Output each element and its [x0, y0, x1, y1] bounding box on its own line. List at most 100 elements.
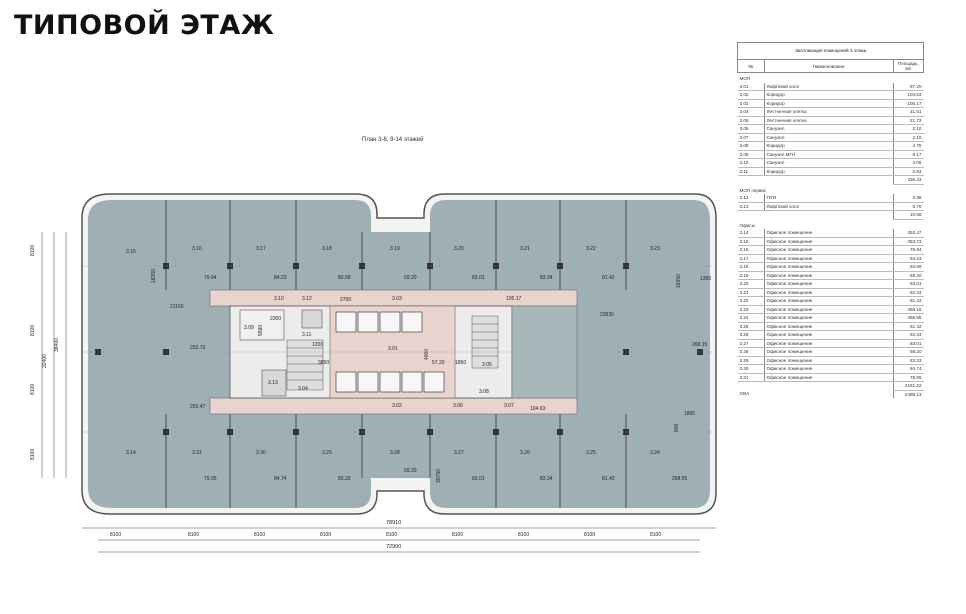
room-label: 3.14: [126, 450, 136, 456]
dim-label: 1200: [312, 342, 324, 348]
dim-label: 8100: [30, 244, 36, 256]
core-label: 3.01: [388, 346, 398, 352]
dim-label: 72900: [386, 544, 402, 550]
cell-name: Санузел: [764, 158, 893, 168]
cell-area: 21.72: [892, 116, 924, 125]
core-label: 3.10: [274, 296, 284, 302]
cell-name: Офисное помещение: [764, 237, 893, 246]
room-label: 3.22: [586, 246, 596, 252]
cell-num: 3.15: [737, 237, 765, 246]
cell-num: 3.14: [737, 229, 765, 238]
dim-label: 2700: [340, 297, 352, 303]
header-name: Наименование: [763, 59, 894, 73]
dim-label: 8100: [30, 383, 36, 395]
cell-name: Офисное помещение: [764, 313, 893, 323]
dim-label: 18350: [676, 274, 682, 288]
area-right-mid: 268.15: [692, 342, 708, 348]
dim-label: 5590: [258, 324, 264, 336]
area-left-mid: 253.73: [190, 345, 206, 351]
core-label: 57.20: [432, 360, 445, 366]
cell-area: 83.34: [892, 330, 924, 340]
cell-area: 84.23: [892, 254, 924, 263]
cell-num: 3.29: [737, 356, 765, 365]
service-lift: [261, 369, 287, 397]
cell-num: 3.05: [737, 116, 765, 125]
room-area: 84.23: [274, 275, 287, 281]
cell-num: 3.08: [737, 141, 765, 151]
room-area: 84.74: [274, 476, 287, 482]
core-label: 3.06: [453, 403, 463, 409]
cell-num: 3.11: [737, 167, 765, 176]
cell-num: 3.10: [737, 158, 765, 168]
core-label: 105.17: [506, 296, 522, 302]
cell-area: 83.69: [892, 262, 924, 272]
cell-name: Офисное помещение: [764, 296, 893, 306]
cell-num: 3.23: [737, 305, 765, 314]
cell-area: 79.95: [892, 373, 924, 382]
room-label: 3.26: [520, 450, 530, 456]
room-area: 268.55: [672, 476, 688, 482]
dim-label: 800: [674, 423, 680, 432]
cell-name: Офисное помещение: [764, 262, 893, 272]
dim-label: 8100: [254, 532, 266, 538]
cell-num: 3.19: [737, 271, 765, 280]
cell-name: Санузел МГН: [764, 150, 893, 159]
grid-lines: [82, 265, 716, 433]
room-area: 83.34: [540, 275, 553, 281]
dim-label: 21160: [170, 304, 184, 310]
dim-label: 8100: [584, 532, 596, 538]
cell-name: Офисное помещение: [764, 229, 893, 238]
dim-label: 8100: [518, 532, 530, 538]
cell-area: 268.55: [892, 313, 924, 323]
cell-name: Офисное помещение: [764, 364, 893, 374]
cell-area: 81.42: [892, 322, 924, 331]
core-label: 3.05: [482, 362, 492, 368]
cell-area: 105.17: [892, 99, 924, 108]
dim-label: 1350: [700, 276, 712, 282]
cell-num: 3.28: [737, 347, 765, 357]
core-label: 3.04: [298, 386, 308, 392]
cell-num: 3.13: [737, 202, 765, 211]
cell-area: 59.20: [892, 347, 924, 357]
cell-name: Лифтовой холл: [764, 82, 893, 91]
dim-label: 3850: [318, 360, 330, 366]
cell-name: Санузел: [764, 133, 893, 142]
group-total: 10.68: [892, 210, 924, 220]
cell-name: Офисное помещение: [764, 373, 893, 382]
plan-caption: План 3-6, 9-14 этажей: [362, 137, 424, 143]
cell-num: 3.09: [737, 150, 765, 159]
lift-shafts: [335, 311, 445, 393]
cell-num: 3.04: [737, 107, 765, 117]
cell-num: 3.02: [737, 90, 765, 100]
cell-name: Лестничная клетка: [764, 107, 893, 117]
core-label: 3.11: [302, 332, 312, 338]
dim-label: 2300: [270, 316, 282, 322]
dim-label: 1800: [684, 411, 696, 417]
cell-name: Лифтовой холл: [764, 202, 893, 211]
room-label: 3.17: [256, 246, 266, 252]
cell-area: 6.70: [892, 202, 924, 211]
cell-name: Коридор: [764, 167, 893, 176]
room-area: 79.95: [204, 476, 217, 482]
dim-label: 8100: [188, 532, 200, 538]
cell-area: 104.63: [892, 90, 924, 100]
cell-name: Офисное помещение: [764, 245, 893, 255]
room-label: 3.30: [256, 450, 266, 456]
